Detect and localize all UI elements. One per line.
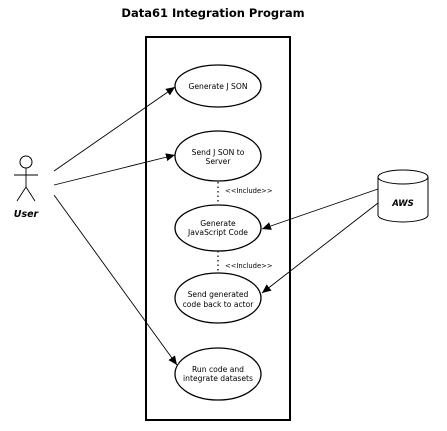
assoc-user-run-code	[53, 194, 178, 366]
user-actor-label: User	[14, 209, 40, 220]
use-case-label: Send J SON to	[192, 148, 245, 157]
assoc-aws-send-code-back	[261, 202, 379, 294]
include-label-1: <<Include>>	[225, 187, 273, 195]
use-case-send-json: Send J SON to Server	[174, 130, 262, 182]
aws-actor: AWS	[377, 169, 429, 223]
aws-actor-label: AWS	[391, 199, 414, 209]
use-case-label: code back to actor	[183, 300, 255, 309]
use-case-generate-js: Generate JavaScript Code	[174, 204, 262, 252]
use-case-label: JavaScript Code	[187, 228, 248, 237]
assoc-user-send-json	[53, 153, 176, 186]
use-case-generate-json: Generate J SON	[174, 64, 262, 108]
use-case-label: integrate datasets	[183, 374, 253, 383]
use-case-label: Send generated	[188, 290, 249, 299]
use-case-label: Server	[206, 157, 232, 166]
diagram-title: Data61 Integration Program	[121, 6, 304, 20]
stick-figure-icon	[14, 155, 38, 202]
include-label-2: <<Include>>	[225, 262, 273, 270]
assoc-user-generate-json	[53, 86, 176, 172]
user-actor: User	[14, 155, 40, 220]
use-case-send-code-back: Send generated code back to actor	[174, 272, 262, 324]
assoc-aws-generate-js	[261, 188, 379, 230]
use-case-label: Run code and	[192, 365, 244, 374]
use-case-label: Generate J SON	[188, 82, 247, 91]
use-case-label: Generate	[200, 219, 236, 228]
use-case-run-code: Run code and integrate datasets	[174, 347, 262, 401]
database-icon	[377, 169, 429, 223]
